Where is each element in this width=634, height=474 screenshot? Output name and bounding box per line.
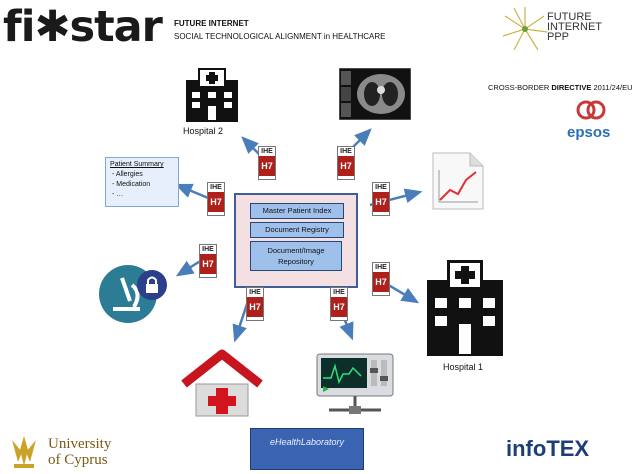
- ppp-line-1: FUTURE: [547, 11, 592, 23]
- infotex-logo: infoTEX: [506, 436, 590, 461]
- patient-summary-item: - Medication: [112, 181, 151, 188]
- university-line-2: of Cyprus: [48, 452, 108, 468]
- star-icon: ✱: [34, 2, 70, 52]
- document-image-repository-box: Document/Image Repository: [250, 241, 342, 271]
- hospital2-label: Hospital 2: [183, 126, 224, 136]
- ihe-label: IHE: [202, 246, 214, 253]
- patient-summary-item: - …: [112, 191, 124, 198]
- ihe-label: IHE: [375, 264, 387, 271]
- hl7-label: H7: [259, 156, 275, 176]
- hl7-label: H7: [331, 297, 347, 317]
- report-document-icon: [432, 152, 484, 210]
- hl7-label: H7: [373, 192, 389, 212]
- hospital1-icon: [427, 260, 503, 356]
- ihe-label: IHE: [340, 148, 352, 155]
- header-title: FUTURE INTERNET: [174, 19, 249, 28]
- hl7-label: H7: [338, 156, 354, 176]
- university-line-1: University: [48, 436, 112, 452]
- ehealth-laboratory-text: eHealthLaboratory: [269, 437, 345, 447]
- patient-summary-item: - Allergies: [112, 171, 143, 178]
- fistar-logo-suffix: star: [69, 2, 162, 52]
- fistar-logo: fi✱star: [3, 2, 163, 52]
- hl7-label: H7: [208, 192, 224, 212]
- ct-scan-image: [339, 68, 411, 120]
- directive-prefix: CROSS-BORDER: [488, 83, 552, 92]
- header-subtitle: SOCIAL TECHNOLOGICAL ALIGNMENT in HEALTH…: [174, 32, 386, 41]
- directive-label: CROSS-BORDER DIRECTIVE 2011/24/EU: [488, 83, 633, 92]
- ihe-label: IHE: [375, 184, 387, 191]
- monitor-device-icon: [316, 353, 394, 414]
- document-registry-box: Document Registry: [250, 222, 344, 238]
- ppp-line-3: PPP: [547, 31, 570, 43]
- epsos-logo: epsos: [567, 124, 611, 141]
- ehealth-laboratory-logo: eHealthLaboratory: [250, 428, 364, 470]
- ihe-label: IHE: [261, 148, 273, 155]
- patient-summary-card: Patient Summary - Allergies - Medication…: [105, 157, 179, 207]
- master-patient-index-box: Master Patient Index: [250, 203, 344, 219]
- central-repository-block: Master Patient Index Document Registry D…: [234, 193, 358, 288]
- hospital2-icon: [186, 68, 238, 122]
- university-emblem-icon: [12, 436, 36, 468]
- hospital1-label: Hospital 1: [443, 362, 484, 372]
- patient-summary-title: Patient Summary: [110, 161, 164, 168]
- ihe-label: IHE: [333, 289, 345, 296]
- university-of-cyprus-logo: University of Cyprus: [48, 436, 111, 468]
- ppp-line-2: INTERNET: [547, 21, 602, 33]
- directive-suffix: 2011/24/EU: [591, 83, 633, 92]
- ihe-label: IHE: [210, 184, 222, 191]
- future-internet-burst-icon: [502, 7, 548, 51]
- ihe-label: IHE: [249, 289, 261, 296]
- directive-bold: DIRECTIVE: [551, 83, 592, 92]
- fistar-logo-prefix: fi: [3, 2, 35, 52]
- epsos-emblem-icon: [576, 100, 606, 120]
- hl7-label: H7: [373, 272, 389, 292]
- hl7-label: H7: [200, 254, 216, 274]
- microscope-lock-icon: [99, 265, 167, 323]
- home-care-icon: [181, 349, 263, 417]
- hl7-label: H7: [247, 297, 263, 317]
- future-internet-ppp-logo: FUTURE INTERNET PPP: [547, 11, 617, 43]
